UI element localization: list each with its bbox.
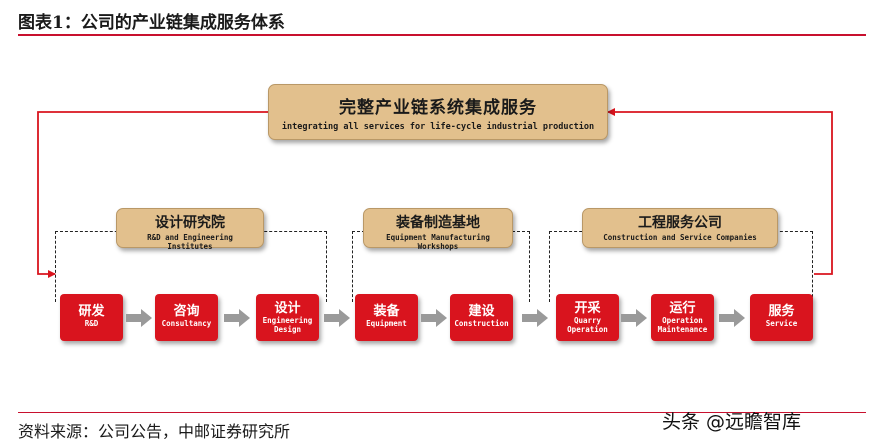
step-label-cn: 装备 (373, 304, 400, 319)
source-rule (18, 412, 866, 413)
step-label-cn: 研发 (78, 304, 105, 319)
step-label-en: Service (765, 319, 798, 328)
step-label-cn: 运行 (669, 301, 696, 316)
watermark: 头条 @远瞻智库 (662, 411, 802, 433)
group-label-cn: 设计研究院 (155, 215, 225, 231)
step-label-cn: 开采 (574, 301, 601, 316)
flow-arrow-icon (324, 309, 350, 327)
step-label-en: Engineering Design (262, 316, 313, 334)
step-label-en: Construction (454, 319, 509, 328)
group-label-cn: 工程服务公司 (638, 215, 722, 231)
flow-arrow-icon (522, 309, 548, 327)
group-box-engineering-company: 工程服务公司 Construction and Service Companie… (582, 208, 778, 248)
step-label-cn: 咨询 (173, 304, 200, 319)
flow-arrow-icon (421, 309, 447, 327)
left-loop-arrow (37, 111, 268, 278)
step-service: 服务 Service (750, 294, 813, 341)
step-operation-maintenance: 运行 Operation Maintenance (651, 294, 714, 341)
group-label-en: R&D and Engineering Institutes (147, 233, 233, 251)
step-label-en: R&D (84, 319, 99, 328)
flow-arrow-icon (719, 309, 745, 327)
step-label-cn: 设计 (274, 301, 301, 316)
integrated-service-box: 完整产业链系统集成服务 integrating all services for… (268, 84, 608, 140)
group-label-en: Equipment Manufacturing Workshops (386, 233, 490, 251)
step-label-cn: 服务 (768, 304, 795, 319)
step-label-en: Operation Maintenance (657, 316, 708, 334)
step-engineering-design: 设计 Engineering Design (256, 294, 319, 341)
group-label-en: Construction and Service Companies (603, 233, 757, 242)
step-consultancy: 咨询 Consultancy (155, 294, 218, 341)
right-loop-arrow (607, 108, 833, 275)
group-label-cn: 装备制造基地 (396, 215, 480, 231)
title-rule (18, 34, 866, 36)
flow-arrow-icon (621, 309, 647, 327)
source-note: 资料来源：公司公告，中邮证券研究所 (18, 422, 291, 441)
step-quarry-operation: 开采 Quarry Operation (556, 294, 619, 341)
step-label-en: Consultancy (161, 319, 212, 328)
flow-arrow-icon (126, 309, 152, 327)
figure-title: 图表1：公司的产业链集成服务体系 (18, 13, 285, 33)
group-box-equipment-base: 装备制造基地 Equipment Manufacturing Workshops (363, 208, 513, 251)
step-construction: 建设 Construction (450, 294, 513, 341)
step-label-en: Quarry Operation (567, 316, 608, 334)
step-label-cn: 建设 (468, 304, 495, 319)
step-rnd: 研发 R&D (60, 294, 123, 341)
integrated-service-en: integrating all services for life-cycle … (281, 122, 595, 132)
flow-arrow-icon (224, 309, 250, 327)
group-box-design-institute: 设计研究院 R&D and Engineering Institutes (116, 208, 264, 251)
step-equipment: 装备 Equipment (355, 294, 418, 341)
step-label-en: Equipment (366, 319, 407, 328)
integrated-service-cn: 完整产业链系统集成服务 (339, 98, 537, 118)
